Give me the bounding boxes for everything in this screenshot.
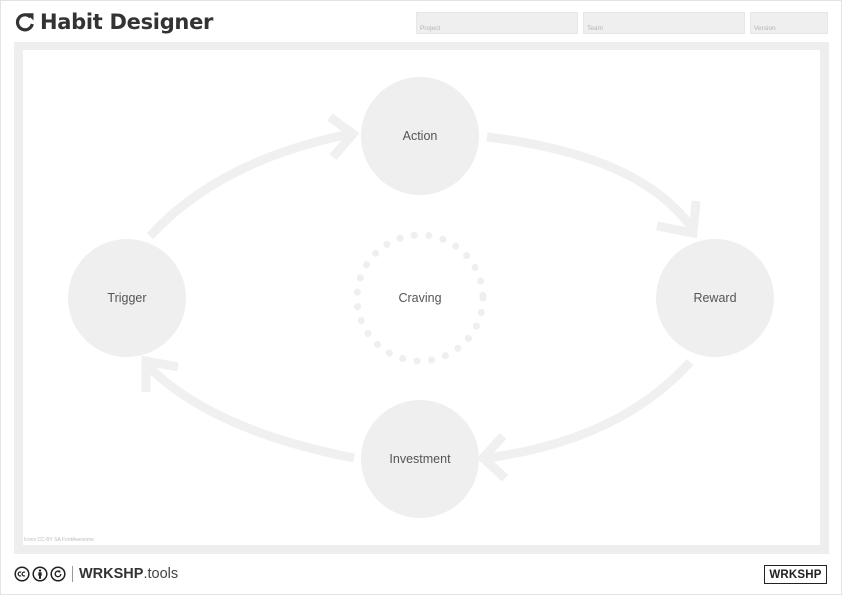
arrow-investment-to-trigger [142,360,355,463]
brand-domain: .tools [143,566,179,582]
footer-brand: WRKSHP.tools [14,565,178,583]
team-field[interactable]: Team [583,12,745,34]
by-icon [32,566,48,582]
cc-icon [14,566,30,582]
node-action-label: Action [403,129,438,143]
node-craving[interactable]: Craving [353,231,487,365]
node-reward-label: Reward [693,291,736,305]
project-field-label: Project [420,25,441,32]
project-field[interactable]: Project [416,12,578,34]
arrowhead-action [327,113,360,160]
node-investment-label: Investment [389,452,451,466]
title-area: Habit Designer [14,9,213,35]
page-title: Habit Designer [40,10,214,34]
brand-name: WRKSHP [79,566,144,582]
node-trigger-label: Trigger [107,291,146,305]
node-reward[interactable]: Reward [656,239,774,357]
node-trigger[interactable]: Trigger [68,239,186,357]
arrowhead-trigger [141,355,179,392]
arrow-trigger-to-action [146,129,351,240]
node-craving-label: Craving [398,291,441,305]
arrowhead-reward [656,200,701,239]
icon-credits: Icons CC-BY SA FontAwesome [24,537,94,543]
arrow-action-to-reward [486,132,696,231]
team-field-label: Team [587,25,603,32]
node-investment[interactable]: Investment [361,400,479,518]
version-field-label: Version [754,25,776,32]
license-icons [14,566,68,582]
node-action[interactable]: Action [361,77,479,195]
rotate-right-icon [15,13,34,32]
footer-divider [72,566,73,582]
arrowhead-investment [476,432,509,482]
arrow-reward-to-investment [486,358,694,463]
sa-icon [50,566,66,582]
version-field[interactable]: Version [750,12,828,34]
wrkshp-logo[interactable]: WRKSHP [764,565,827,584]
header: Habit Designer Project Team Version [0,0,842,42]
